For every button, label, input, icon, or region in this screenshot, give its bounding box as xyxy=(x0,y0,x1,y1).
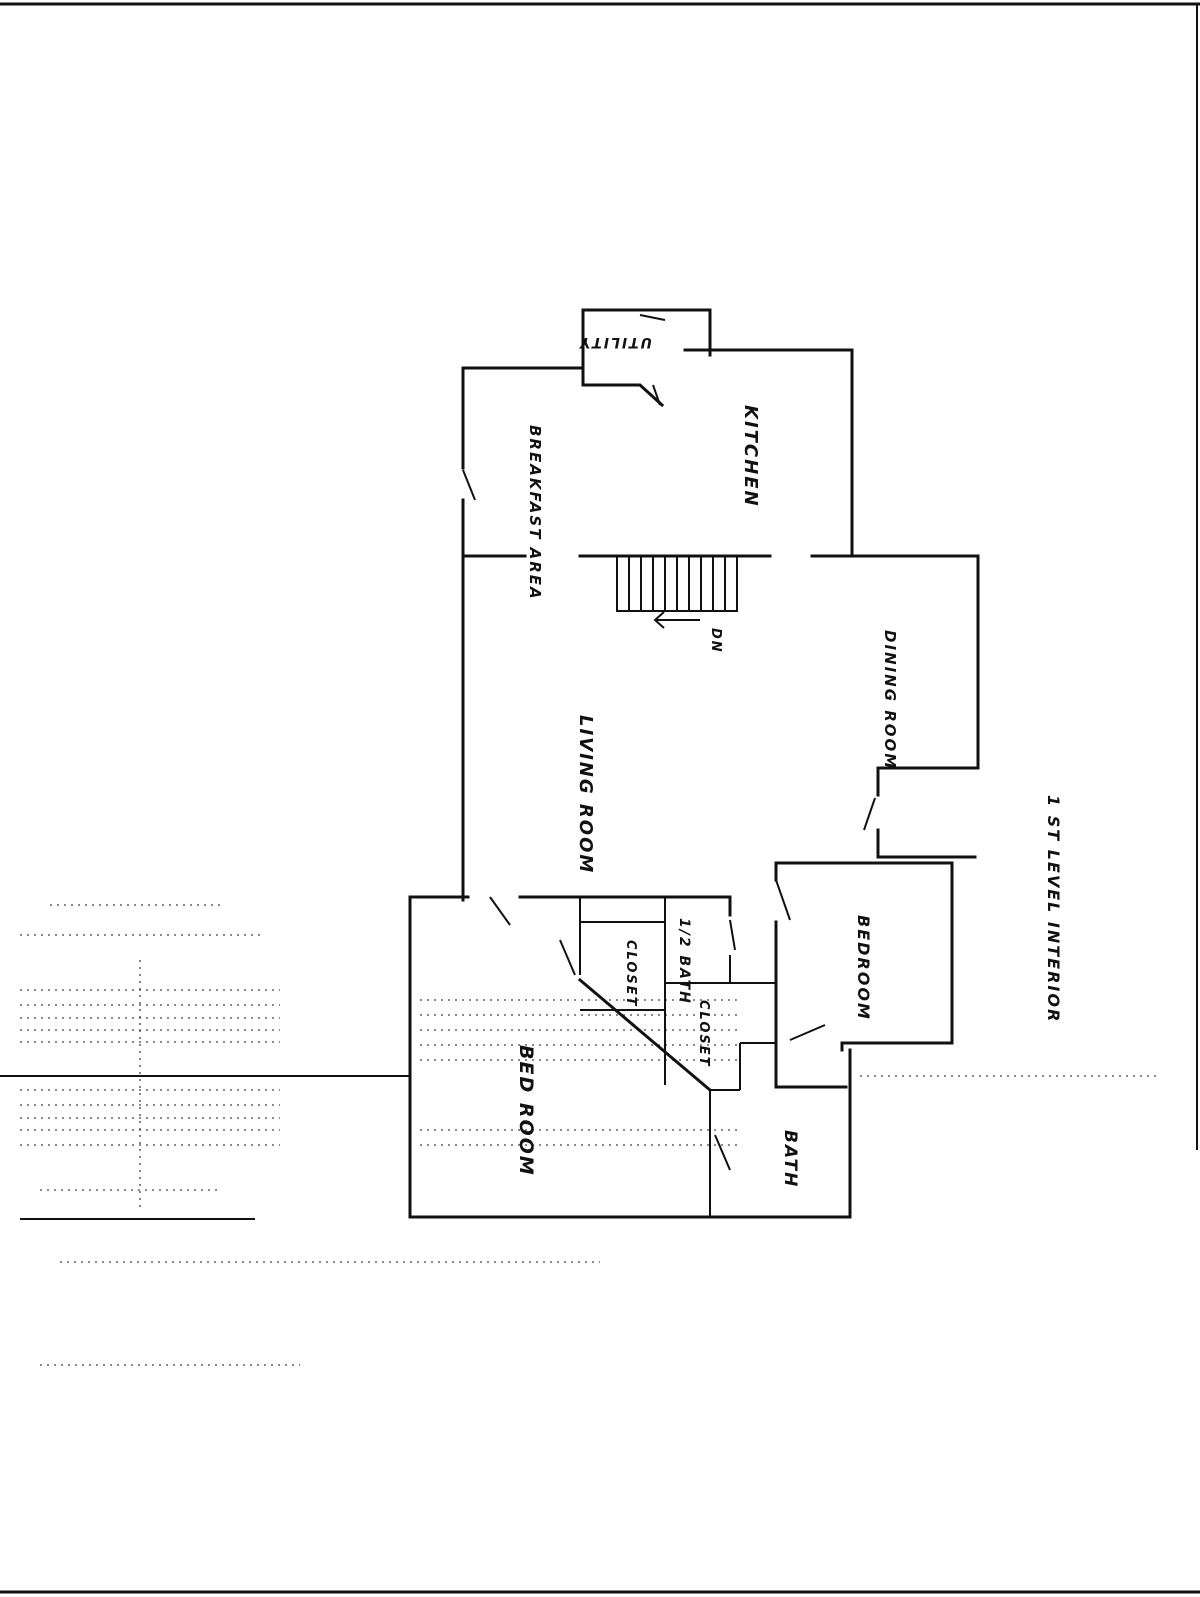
plan-title: 1 ST LEVEL INTERIOR xyxy=(1044,795,1063,1023)
kitchen-label: KITCHEN xyxy=(740,405,761,508)
scan-artifacts xyxy=(0,904,1160,1366)
closet-lower-label: CLOSET xyxy=(696,1000,711,1068)
half-bath-label: 1/2 BATH xyxy=(676,918,692,1005)
bed-room-label: BED ROOM xyxy=(515,1045,537,1177)
bedroom-right-label: BEDROOM xyxy=(854,915,873,1021)
stairs-down-arrow-icon xyxy=(653,611,700,629)
utility-label: UTILITY xyxy=(578,334,652,350)
bath-label: BATH xyxy=(780,1130,800,1188)
walls xyxy=(408,308,980,1219)
dining-room-label: DINING ROOM xyxy=(881,630,899,770)
doors xyxy=(462,314,876,1171)
closet-upper-label: CLOSET xyxy=(623,940,638,1008)
stairs-dn-label: DN xyxy=(708,628,723,654)
living-room-label: LIVING ROOM xyxy=(575,715,596,874)
staircase xyxy=(616,555,738,612)
breakfast-area-label: BREAKFAST AREA xyxy=(526,425,544,601)
